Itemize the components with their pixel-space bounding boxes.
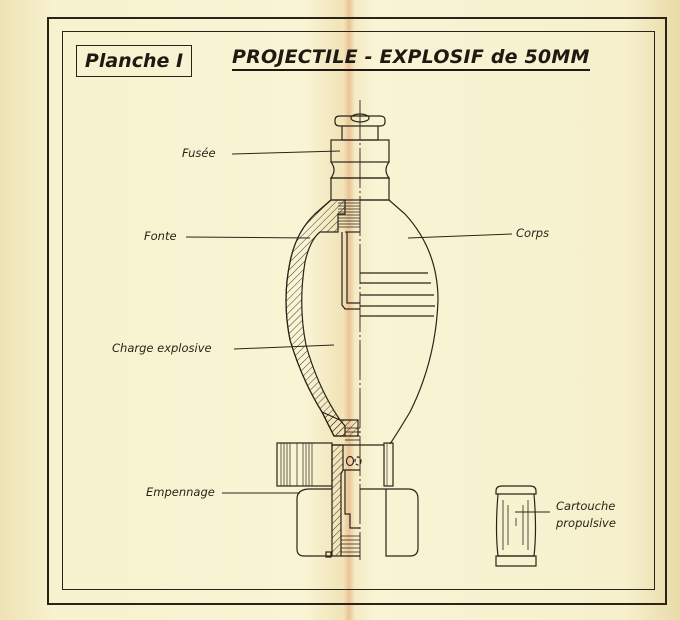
label-charge-explosive: Charge explosive bbox=[112, 341, 212, 355]
drawing-title: PROJECTILE - EXPLOSIF de 50MM bbox=[232, 46, 590, 71]
label-fonte: Fonte bbox=[144, 229, 177, 243]
plate-number-box: Planche I bbox=[76, 45, 192, 77]
tail-collar-right bbox=[383, 442, 394, 487]
label-fusee: Fusée bbox=[182, 146, 216, 160]
label-empennage: Empennage bbox=[146, 485, 215, 499]
propellant-cartridge bbox=[495, 485, 537, 567]
outer-frame bbox=[47, 17, 667, 605]
leader-corps bbox=[407, 233, 513, 239]
label-corps: Corps bbox=[516, 226, 550, 240]
label-cartouche-line2: propulsive bbox=[556, 516, 616, 530]
inner-frame bbox=[62, 31, 655, 590]
body-exterior bbox=[360, 199, 439, 445]
tail-collar-left bbox=[276, 442, 333, 487]
leader-charge bbox=[233, 344, 335, 350]
leader-fonte bbox=[185, 236, 311, 239]
tail-fins bbox=[296, 488, 360, 557]
label-cartouche-line1: Cartouche bbox=[556, 499, 616, 513]
leader-fusee bbox=[231, 150, 341, 155]
